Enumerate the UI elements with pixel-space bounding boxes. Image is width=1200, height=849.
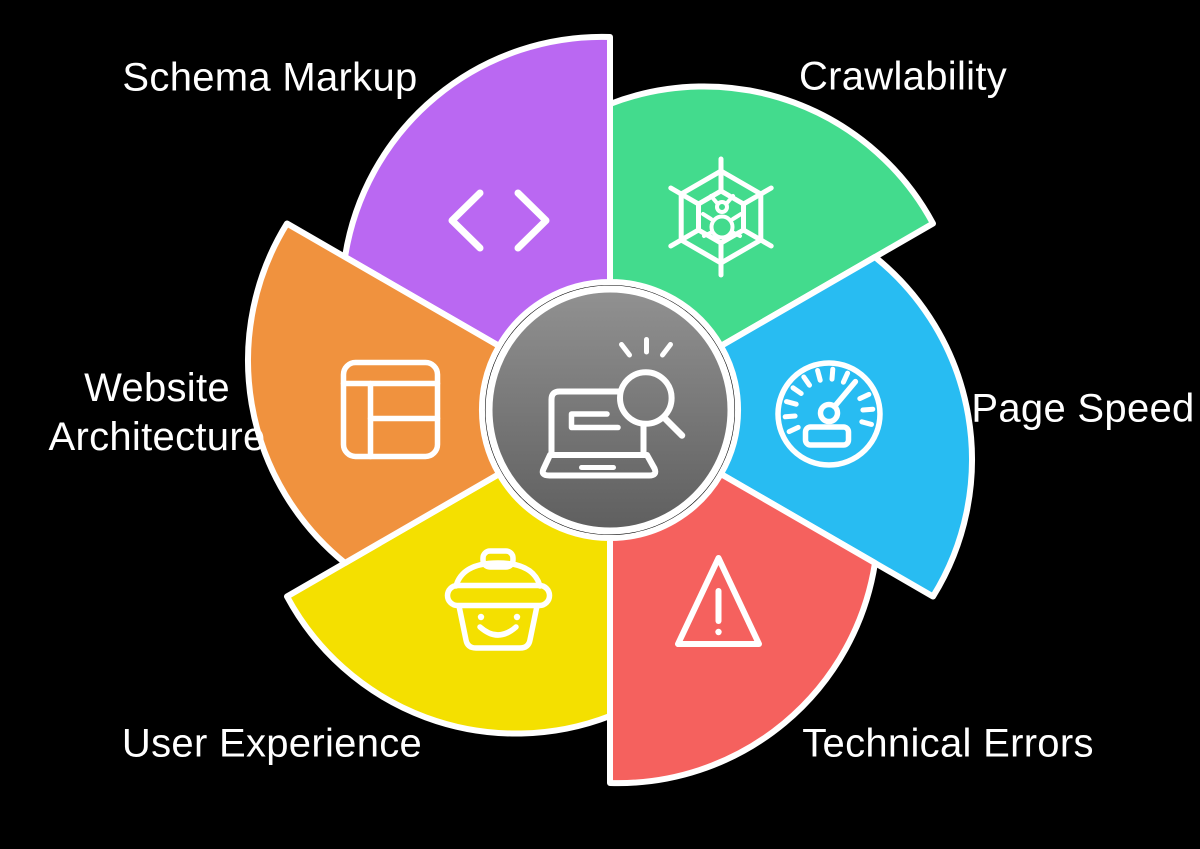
label-technical-errors: Technical Errors	[802, 721, 1094, 766]
center-circle	[485, 285, 735, 535]
label-website-architecture: Website Architecture	[48, 364, 265, 462]
segment-crawlability	[607, 83, 936, 349]
speedometer-icon	[775, 360, 883, 468]
basket-smile-icon	[444, 548, 553, 651]
warning-triangle-icon	[675, 555, 762, 647]
label-website-architecture-line2: Architecture	[48, 415, 266, 459]
label-page-speed: Page Speed	[971, 386, 1195, 431]
code-icon	[448, 189, 550, 252]
layout-grid-icon	[340, 359, 441, 460]
segment-website-architecture	[245, 220, 503, 566]
label-crawlability: Crawlability	[798, 54, 1008, 99]
laptop-search-icon	[539, 337, 686, 479]
label-schema-markup: Schema Markup	[122, 55, 418, 100]
label-user-experience: User Experience	[121, 721, 423, 766]
spider-web-icon	[668, 156, 774, 278]
label-website-architecture-line1: Website	[84, 366, 230, 410]
segment-technical-errors	[607, 471, 878, 787]
